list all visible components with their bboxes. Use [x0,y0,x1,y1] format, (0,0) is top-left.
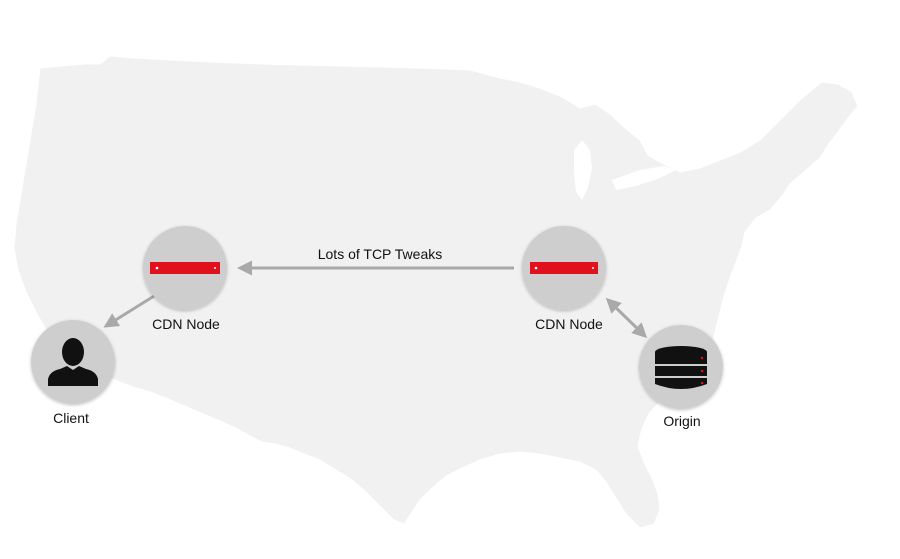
great-lakes-michigan [574,140,592,200]
great-lakes-erie [612,166,676,190]
cdn-node-west-label: CDN Node [152,316,220,332]
server-rack-icon [150,262,220,274]
person-icon [48,338,98,386]
cdn-node-east-label: CDN Node [535,316,603,332]
server-rack-icon [530,262,598,274]
cdn-node-east: CDN Node [522,226,606,332]
link-label-tcp-tweaks: Lots of TCP Tweaks [318,246,443,262]
cdn-east-origin-arrow [605,297,648,339]
usa-map-icon [13,55,859,529]
client-label: Client [53,410,89,426]
origin-node: Origin [639,325,723,429]
client-node: Client [31,320,115,426]
database-icon [655,346,707,389]
cdn-node-west: CDN Node [143,226,227,332]
origin-label: Origin [663,413,700,429]
